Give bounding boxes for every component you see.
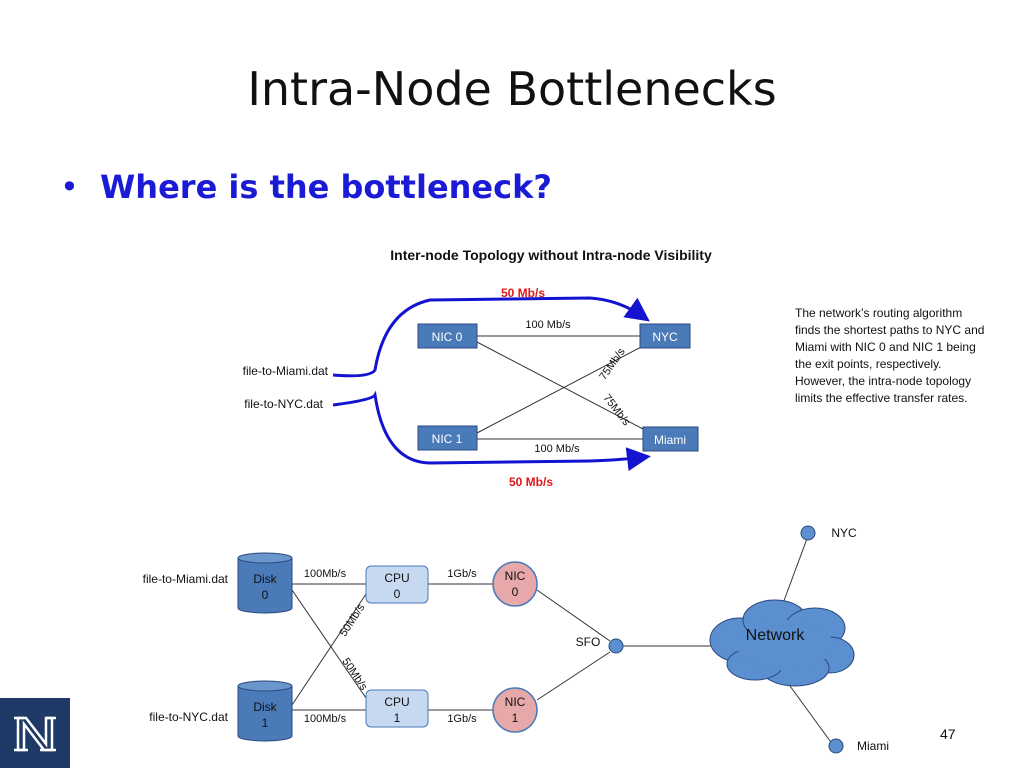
link-nic1-nyc bbox=[476, 344, 646, 434]
sfo-node bbox=[608, 638, 624, 654]
miami-endpoint bbox=[828, 738, 844, 754]
nic1-circle bbox=[492, 687, 538, 733]
top-diagram-caption: Inter-node Topology without Intra-node V… bbox=[390, 247, 712, 263]
link-label-nic0-miami: 75Mb/s bbox=[601, 392, 633, 428]
bottom-file-miami: file-to-Miami.dat bbox=[143, 572, 229, 586]
link-nic0-miami bbox=[476, 341, 646, 431]
network-cloud bbox=[709, 599, 855, 687]
sfo-label: SFO bbox=[576, 635, 601, 649]
link-label-cpu0-nic0: 1Gb/s bbox=[447, 568, 477, 580]
top-file-nyc: file-to-NYC.dat bbox=[244, 397, 323, 411]
link-network-miami bbox=[789, 685, 834, 746]
nic0-label-line2: 0 bbox=[512, 585, 519, 599]
link-disk1-cpu0 bbox=[291, 593, 367, 706]
flow-rate-bottom: 50 Mb/s bbox=[509, 475, 553, 489]
link-label-disk1-cpu1: 100Mb/s bbox=[304, 713, 347, 725]
nic0-circle bbox=[492, 561, 538, 607]
node-nic1-label: NIC 1 bbox=[432, 432, 463, 446]
cpu1-box bbox=[365, 689, 429, 728]
node-miami-label: Miami bbox=[654, 433, 686, 447]
node-miami-box bbox=[642, 426, 699, 452]
n-logo-icon bbox=[14, 716, 56, 752]
nic1-label-line2: 1 bbox=[512, 711, 519, 725]
link-network-nyc bbox=[781, 535, 809, 607]
link-nic1-sfo bbox=[536, 651, 611, 701]
node-nyc-label: NYC bbox=[652, 330, 678, 344]
disk0-cylinder bbox=[237, 552, 293, 614]
flow-curve-bottom bbox=[332, 390, 651, 472]
link-label-cross-b: 50Mb/s bbox=[339, 656, 369, 693]
node-nyc-box bbox=[639, 323, 691, 349]
bullet-marker: • bbox=[60, 168, 79, 206]
nic1-label-line1: NIC bbox=[505, 695, 526, 709]
miami-endpoint-label: Miami bbox=[857, 739, 889, 753]
link-label-cpu1-nic1: 1Gb/s bbox=[447, 713, 477, 725]
university-logo bbox=[0, 698, 70, 768]
nyc-endpoint-label: NYC bbox=[831, 526, 857, 540]
cpu0-label-line1: CPU bbox=[384, 571, 409, 585]
disk0-label-line2: 0 bbox=[262, 588, 269, 602]
node-nic1-box bbox=[417, 425, 478, 451]
top-file-miami: file-to-Miami.dat bbox=[243, 364, 329, 378]
nic0-label-line1: NIC bbox=[505, 569, 526, 583]
network-label: Network bbox=[746, 627, 806, 644]
link-label-nic1-miami: 100 Mb/s bbox=[534, 443, 580, 455]
cpu0-label-line2: 0 bbox=[394, 587, 401, 601]
cpu1-label-line2: 1 bbox=[394, 711, 401, 725]
disk1-cylinder bbox=[237, 680, 293, 742]
link-disk0-cpu1 bbox=[291, 589, 367, 699]
disk1-label-line2: 1 bbox=[262, 716, 269, 730]
link-label-nic0-nyc: 100 Mb/s bbox=[525, 319, 571, 331]
node-nic0-label: NIC 0 bbox=[432, 330, 463, 344]
link-label-nic1-nyc: 75Mb/s bbox=[597, 346, 628, 383]
link-nic0-sfo bbox=[536, 589, 611, 642]
cpu0-box bbox=[365, 565, 429, 604]
slide-title: Intra-Node Bottlenecks bbox=[247, 62, 777, 116]
disk1-label-line1: Disk bbox=[253, 700, 277, 714]
page-number: 47 bbox=[940, 726, 956, 742]
explanation-text: The network’s routing algorithm finds th… bbox=[795, 306, 985, 405]
bottom-file-nyc: file-to-NYC.dat bbox=[149, 710, 228, 724]
link-label-disk0-cpu0: 100Mb/s bbox=[304, 568, 347, 580]
flow-rate-top: 50 Mb/s bbox=[501, 286, 545, 300]
cpu1-label-line1: CPU bbox=[384, 695, 409, 709]
nyc-endpoint bbox=[800, 525, 816, 541]
bullet-question: Where is the bottleneck? bbox=[100, 168, 552, 206]
flow-curve-top bbox=[332, 296, 650, 378]
node-nic0-box bbox=[417, 323, 478, 349]
disk0-label-line1: Disk bbox=[253, 572, 277, 586]
link-label-cross-a: 50Mb/s bbox=[338, 602, 368, 639]
